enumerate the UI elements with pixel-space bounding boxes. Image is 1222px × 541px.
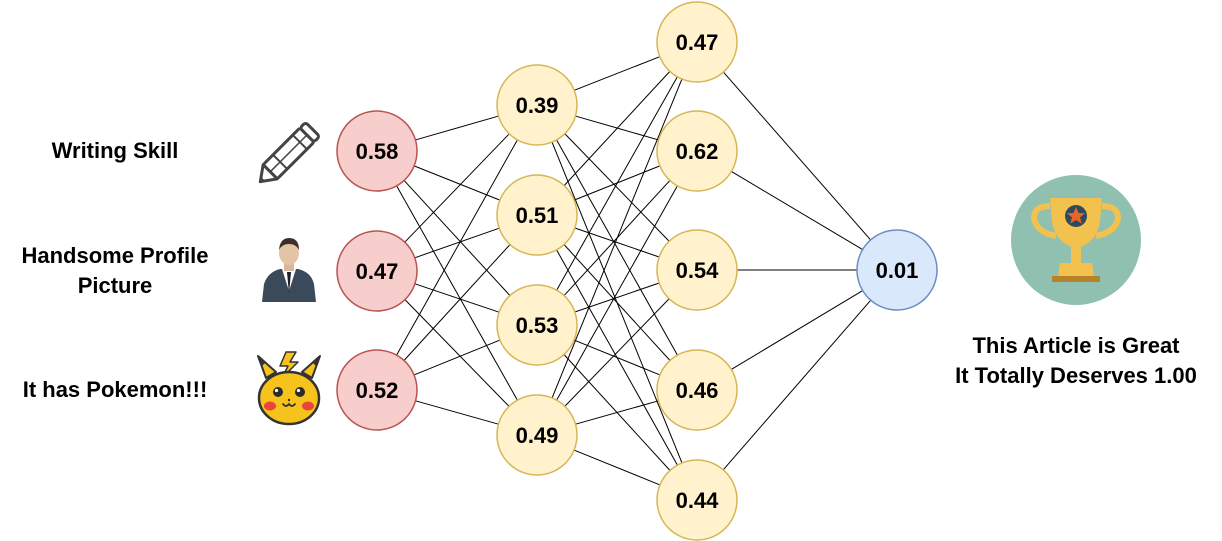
hidden2-node-5: 0.44 (656, 459, 738, 541)
connection-line (574, 56, 660, 91)
hidden1-node-3: 0.53 (496, 284, 578, 366)
input-label-line: Handsome Profile (21, 243, 209, 268)
connection-line (564, 133, 670, 242)
hidden2-node-1: 0.47 (656, 1, 738, 83)
hidden1-node-2: 0.51 (496, 174, 578, 256)
connection-line (573, 449, 661, 486)
input-label-line: Picture (77, 273, 153, 298)
connection-line (403, 180, 511, 296)
connection-line (731, 290, 863, 370)
connection-line (556, 139, 678, 356)
connection-line (414, 283, 500, 313)
hidden-node-value: 0.39 (516, 93, 559, 118)
connection-line (723, 71, 871, 241)
connection-line (573, 339, 661, 376)
connection-lines (396, 56, 872, 486)
pencil-icon (258, 122, 320, 184)
connection-line (415, 115, 499, 141)
connection-line (415, 400, 499, 425)
hidden-node-value: 0.54 (676, 258, 720, 283)
hidden2-node-4: 0.46 (656, 349, 738, 431)
input-node-value: 0.52 (356, 378, 399, 403)
input-node-profile: 0.47 (336, 230, 418, 312)
connection-line (396, 139, 518, 356)
connection-line (564, 298, 670, 407)
connection-line (722, 299, 872, 471)
connection-line (551, 78, 683, 399)
hidden1-node-1: 0.39 (496, 64, 578, 146)
connection-line (404, 299, 510, 407)
connection-line (414, 227, 500, 259)
input-label-writing-skill: Writing Skill (51, 138, 179, 163)
connection-line (403, 244, 511, 361)
hidden-node-value: 0.44 (676, 488, 720, 513)
hidden2-node-2: 0.62 (656, 110, 738, 192)
result-caption: This Article is Great It Totally Deserve… (930, 331, 1222, 391)
businessman-icon (262, 238, 316, 302)
hidden-node-value: 0.53 (516, 313, 559, 338)
hidden-node-value: 0.49 (516, 423, 559, 448)
input-node-pokemon: 0.52 (336, 349, 418, 431)
connection-line (413, 165, 501, 201)
connection-line (396, 185, 518, 401)
connection-line (413, 339, 501, 376)
input-label-pokemon: It has Pokemon!!! (22, 377, 208, 402)
input-label-handsome-profile-picture: Handsome Profile Picture (0, 241, 230, 301)
caption-line-2: It Totally Deserves 1.00 (955, 363, 1197, 388)
connection-line (574, 282, 660, 313)
input-node-value: 0.58 (356, 139, 399, 164)
hidden1-node-4: 0.49 (496, 394, 578, 476)
connection-line (404, 133, 510, 243)
trophy-icon (1011, 175, 1141, 305)
pikachu-icon (257, 351, 321, 426)
hidden2-node-3: 0.54 (656, 229, 738, 311)
hidden-node-value: 0.46 (676, 378, 719, 403)
connection-line (731, 171, 863, 250)
connection-line (563, 71, 671, 186)
hidden-node-value: 0.62 (676, 139, 719, 164)
output-node-value: 0.01 (876, 258, 919, 283)
caption-line-1: This Article is Great (972, 333, 1180, 358)
hidden-node-value: 0.47 (676, 30, 719, 55)
connection-line (563, 244, 671, 361)
input-node-value: 0.47 (356, 259, 399, 284)
hidden-node-value: 0.51 (516, 203, 559, 228)
connection-line (575, 400, 659, 425)
connection-line (556, 185, 678, 401)
connection-line (574, 227, 660, 258)
connection-line (556, 76, 678, 291)
output-node: 0.01 (856, 229, 938, 311)
input-node-writing: 0.58 (336, 110, 418, 192)
